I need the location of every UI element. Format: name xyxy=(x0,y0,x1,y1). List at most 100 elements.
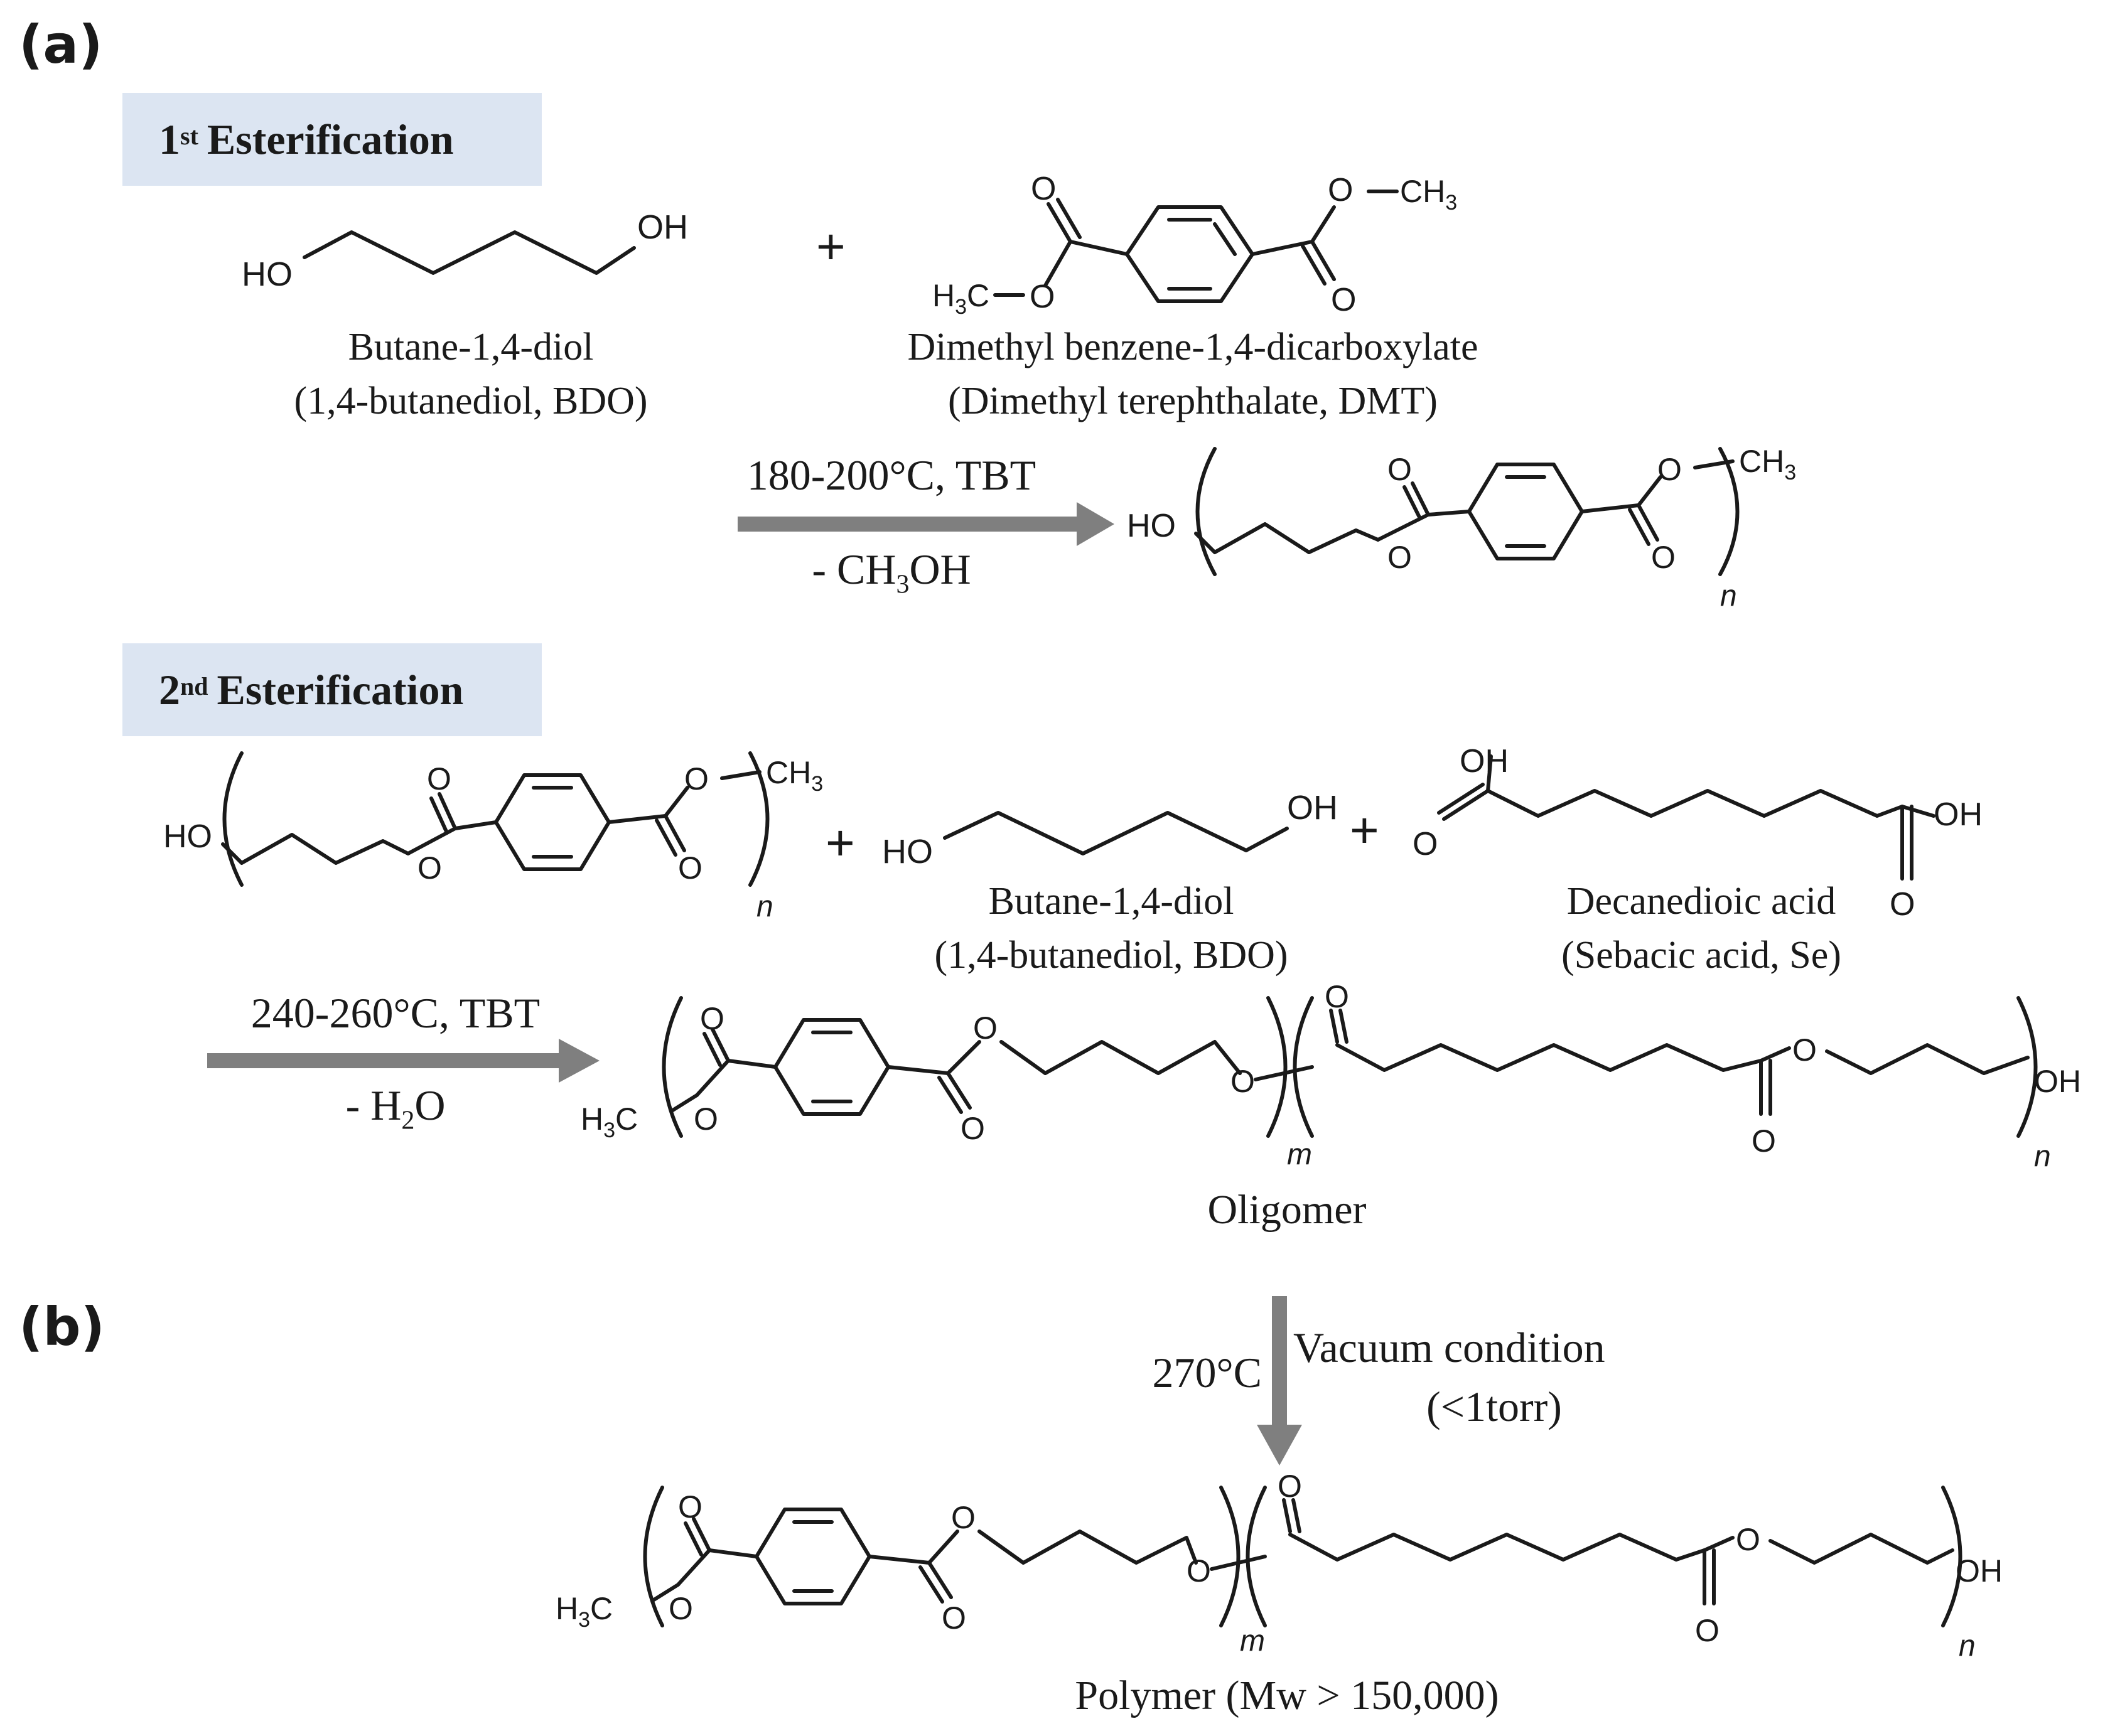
reaction-arrow-3 xyxy=(1257,1296,1302,1465)
poly-h3c: H3C xyxy=(556,1591,613,1632)
p1-ch3: CH3 xyxy=(1739,444,1796,485)
r2-n: n xyxy=(756,890,773,923)
poly-o-3: O xyxy=(951,1500,976,1535)
p1-ho: HO xyxy=(1127,508,1176,544)
bdo2-oh: OH xyxy=(1287,789,1338,827)
reaction1-byproduct-sub: 3 xyxy=(896,570,910,599)
dmt-h3c: H3C xyxy=(932,278,989,319)
r2-ch3: CH3 xyxy=(766,755,823,796)
poly-m: m xyxy=(1240,1624,1265,1658)
sebacic-alias: (Sebacic acid, Se) xyxy=(1561,934,1841,977)
reaction3-pressure: (<1torr) xyxy=(1426,1383,1562,1430)
polymer-label: Polymer (Mw > 150,000) xyxy=(1075,1673,1499,1718)
bdo-structure-1 xyxy=(303,230,636,275)
dmt-o-2: O xyxy=(1030,279,1055,315)
bdo2-ho: HO xyxy=(882,833,933,871)
oligomer-structure xyxy=(662,996,2038,1138)
se-oh-1: OH xyxy=(1460,743,1509,780)
dmt-o-4: O xyxy=(1331,282,1356,318)
polymer-structure xyxy=(643,1486,1962,1627)
bdo1-oh: OH xyxy=(637,208,688,246)
poly-o-8: O xyxy=(1695,1613,1720,1648)
bdo-iupac-2: Butane-1,4-diol xyxy=(988,880,1234,923)
panel-label-b: (b) xyxy=(19,1296,105,1358)
plus-sign-1: + xyxy=(816,218,846,274)
poly-o-2: O xyxy=(678,1489,702,1524)
plus-sign-2: + xyxy=(826,815,855,871)
bdo-alias-1: (1,4-butanediol, BDO) xyxy=(294,380,648,422)
poly-o-7: O xyxy=(1736,1522,1760,1557)
r2-o-1: O xyxy=(427,761,451,796)
olig-n: n xyxy=(2034,1140,2051,1173)
bdo-alias-2: (1,4-butanediol, BDO) xyxy=(934,934,1288,977)
step2-title: Esterification xyxy=(217,665,464,714)
bdo-name-1: Butane-1,4-diol (1,4-butanediol, BDO) xyxy=(251,320,691,428)
poly-oh: OH xyxy=(1956,1553,2003,1589)
dmt-ch3: CH3 xyxy=(1400,174,1457,215)
r2-o-4: O xyxy=(678,850,702,886)
step1-number: 1 xyxy=(159,115,180,163)
bdo1-ho: HO xyxy=(242,255,293,293)
bht-oligomer-structure-1 xyxy=(1194,447,1740,576)
dmt-structure xyxy=(993,190,1399,303)
bht-oligomer-structure-2 xyxy=(221,751,770,887)
reaction1-byproduct: - CH3OH xyxy=(722,545,1061,600)
poly-o-1: O xyxy=(669,1591,693,1626)
r2-ho: HO xyxy=(163,818,212,855)
olig-o-3: O xyxy=(973,1010,998,1046)
olig-o-5: O xyxy=(1230,1064,1255,1099)
step1-ordinal: st xyxy=(180,121,198,150)
p1-o-2: O xyxy=(1387,540,1412,575)
poly-n: n xyxy=(1959,1629,1976,1663)
step2-number: 2 xyxy=(159,665,180,714)
olig-o-8: O xyxy=(1752,1123,1776,1159)
reaction3-temperature: 270°C xyxy=(1152,1349,1262,1396)
reaction2-byproduct-b: O xyxy=(414,1081,446,1129)
reaction-arrow-1 xyxy=(738,502,1114,546)
dmt-name: Dimethyl benzene-1,4-dicarboxylate (Dime… xyxy=(816,320,1569,428)
r2-o-2: O xyxy=(417,850,442,886)
se-o-2: O xyxy=(1890,886,1915,923)
p1-n: n xyxy=(1720,579,1737,613)
reaction1-temperature: 180-200°C, TBT xyxy=(746,451,1036,499)
p1-o-3: O xyxy=(1657,452,1682,487)
step1-title: Esterification xyxy=(207,115,454,163)
reaction1-byproduct-a: - CH xyxy=(812,545,896,593)
plus-sign-3: + xyxy=(1350,802,1379,858)
bdo-structure-2 xyxy=(943,811,1289,855)
reaction2-temperature: 240-260°C, TBT xyxy=(250,989,541,1037)
p1-o-4: O xyxy=(1651,540,1676,575)
oligomer-label: Oligomer xyxy=(1207,1187,1367,1233)
olig-o-7: O xyxy=(1792,1032,1817,1068)
dmt-o-3: O xyxy=(1328,172,1353,208)
se-oh-2: OH xyxy=(1934,796,1983,833)
dmt-alias: (Dimethyl terephthalate, DMT) xyxy=(948,380,1438,422)
reaction2-byproduct-sub: 2 xyxy=(401,1106,415,1135)
olig-o-1: O xyxy=(694,1101,718,1137)
olig-h3c: H3C xyxy=(581,1101,638,1142)
poly-o-4: O xyxy=(942,1600,966,1636)
bdo-name-2: Butane-1,4-diol (1,4-butanediol, BDO) xyxy=(885,874,1337,982)
reaction-arrow-2 xyxy=(207,1039,600,1083)
r2-o-3: O xyxy=(684,761,709,796)
sebacic-iupac: Decanedioic acid xyxy=(1566,880,1836,923)
olig-o-6: O xyxy=(1325,979,1349,1014)
reaction1-byproduct-b: OH xyxy=(909,545,971,593)
reaction2-byproduct: - H2O xyxy=(207,1081,584,1136)
sebacic-acid-structure xyxy=(1437,754,1935,881)
se-o-1: O xyxy=(1413,826,1438,862)
bdo-iupac-1: Butane-1,4-diol xyxy=(348,326,594,368)
dmt-o-1: O xyxy=(1031,171,1056,207)
p1-o-1: O xyxy=(1387,452,1412,487)
olig-o-2: O xyxy=(700,1001,724,1036)
step2-ordinal: nd xyxy=(180,672,208,700)
panel-label-a: (a) xyxy=(19,14,103,75)
reaction3-condition: Vacuum condition xyxy=(1293,1324,1605,1371)
sebacic-name: Decanedioic acid (Sebacic acid, Se) xyxy=(1482,874,1921,982)
dmt-iupac: Dimethyl benzene-1,4-dicarboxylate xyxy=(907,326,1478,368)
poly-o-6: O xyxy=(1278,1469,1302,1504)
olig-o-4: O xyxy=(961,1111,985,1146)
